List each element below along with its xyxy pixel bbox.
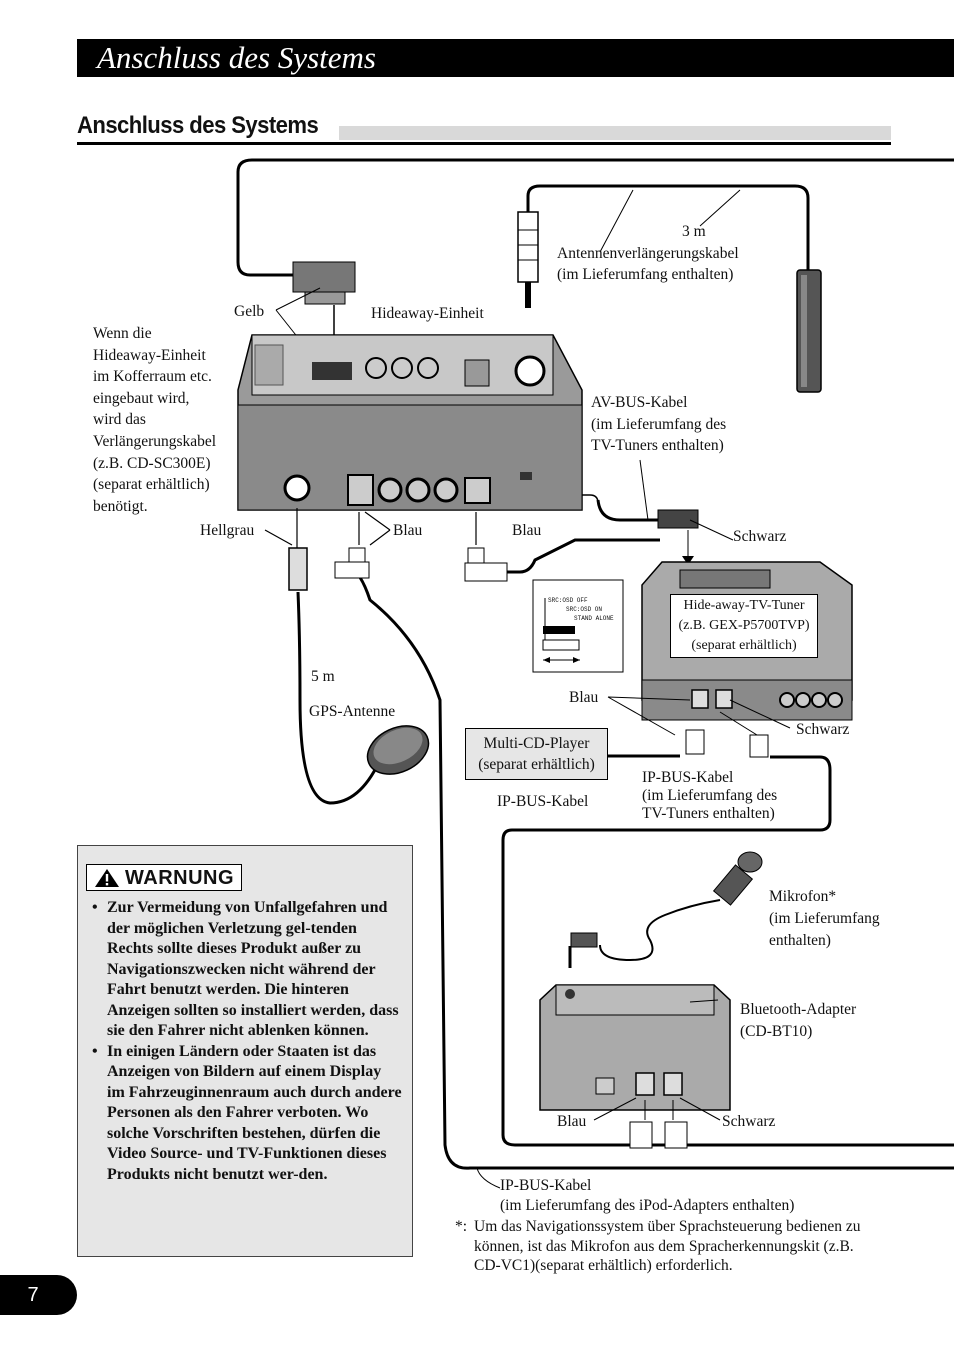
note-line: Verlängerungskabel — [93, 432, 217, 450]
gps-cable — [296, 591, 382, 805]
banner-title: Anschluss des Systems — [97, 40, 376, 75]
hideaway-note: Wenn die Hideaway-Einheit im Kofferraum … — [93, 323, 216, 517]
note-line: benötigt. — [93, 497, 148, 515]
avbus-connector — [657, 509, 699, 529]
label-gelb: Gelb — [234, 303, 265, 320]
extension-cable — [236, 158, 954, 277]
label-avbus: AV-BUS-Kabel — [591, 394, 688, 411]
label-blau-3: Blau — [569, 689, 599, 706]
switch-label: STAND ALONE — [574, 615, 614, 622]
blau-connector-left — [334, 547, 370, 579]
switch-labels: SRC:OSD OFF SRC:OSD ON STAND ALONE — [548, 596, 614, 623]
label-5m: 5 m — [311, 668, 335, 685]
label-antenna-length: 3 m — [682, 223, 706, 240]
label-ipbus-2: IP-BUS-Kabel (im Lieferumfang des TV-Tun… — [642, 769, 777, 823]
avbus-cable — [596, 499, 660, 522]
mic-jack — [568, 932, 598, 968]
bluetooth-adapter — [539, 984, 731, 1111]
warning-icon — [95, 869, 119, 887]
label-schwarz-1: Schwarz — [733, 528, 787, 545]
microphone — [712, 851, 763, 906]
footnote-text: Um das Navigationssystem über Sprachsteu… — [474, 1218, 861, 1274]
hellgrau-connector — [288, 547, 308, 591]
tuner-label-box: Hide-away-TV-Tuner (z.B. GEX-P5700TVP) (… — [670, 594, 818, 658]
page-number-tab: 7 — [0, 1275, 77, 1315]
mic-title: Mikrofon* — [769, 888, 837, 905]
section-header-bar — [339, 126, 891, 140]
label-schwarz-3: Schwarz — [722, 1113, 776, 1130]
footnote-mark: *: — [455, 1218, 468, 1235]
tuner-label: Hide-away-TV-Tuner — [683, 598, 805, 613]
switch-illustration — [532, 579, 624, 673]
warning-item: Zur Vermeidung von Unfallgefahren und de… — [92, 898, 402, 1042]
label-ipbus-3: IP-BUS-Kabel (im Lieferumfang des iPod-A… — [500, 1176, 794, 1215]
blau-connector-right — [464, 547, 508, 582]
tuner-note: (separat erhältlich) — [691, 638, 797, 653]
warning-item: In einigen Ländern oder Staaten ist das … — [92, 1042, 402, 1186]
extension-plug — [292, 261, 356, 305]
warning-title: WARNUNG — [125, 867, 235, 889]
ipbus-2-note-1: (im Lieferumfang des — [642, 787, 778, 804]
ipbus-cable-tuner — [507, 538, 660, 574]
label-blau-2: Blau — [512, 522, 542, 539]
page-banner: Anschluss des Systems — [77, 39, 954, 77]
bt-title: Bluetooth-Adapter — [740, 1001, 857, 1018]
ipbus-3-title: IP-BUS-Kabel — [500, 1177, 592, 1194]
bt-ipbus-schwarz — [664, 1121, 688, 1149]
gps-antenna — [366, 725, 430, 775]
note-line: im Kofferraum etc. — [93, 368, 212, 386]
ipbus-2-title: IP-BUS-Kabel — [642, 769, 734, 786]
cd-player-box: Multi-CD-Player (separat erhältlich) — [465, 728, 608, 780]
tuner-ipbus-schwarz — [749, 734, 769, 758]
ipbus-3-note: (im Lieferumfang des iPod-Adapters entha… — [500, 1196, 795, 1214]
warning-box: WARNUNG Zur Vermeidung von Unfallgefahre… — [77, 845, 413, 1257]
label-schwarz-2: Schwarz — [796, 721, 850, 738]
label-hideaway: Hideaway-Einheit — [371, 305, 484, 322]
page-number: 7 — [27, 1284, 39, 1306]
antenna-cable — [526, 184, 810, 270]
bt-ipbus-blau — [629, 1121, 653, 1149]
note-line: wird das — [93, 411, 146, 429]
label-bt: Bluetooth-Adapter (CD-BT10) — [740, 999, 856, 1043]
section-header-rule — [77, 142, 891, 145]
tuner-ipbus-blau — [685, 729, 705, 755]
label-mic: Mikrofon* (im Lieferumfang enthalten) — [769, 886, 880, 952]
note-line: Wenn die — [93, 325, 152, 342]
mic-note-2: enthalten) — [769, 932, 831, 949]
antenna-plug — [517, 211, 539, 308]
section-header: Anschluss des Systems — [77, 108, 891, 146]
label-ipbus-1: IP-BUS-Kabel — [497, 793, 589, 810]
label-avbus-note-1: (im Lieferumfang des — [591, 416, 727, 433]
label-avbus-note-2: TV-Tuners enthalten) — [591, 437, 724, 454]
hideaway-unit — [237, 334, 583, 511]
warning-list: Zur Vermeidung von Unfallgefahren und de… — [92, 898, 402, 1185]
note-line: Hideaway-Einheit — [93, 346, 206, 364]
label-hellgrau: Hellgrau — [200, 522, 255, 539]
label-blau-1: Blau — [393, 522, 423, 539]
note-line: (separat erhältlich) — [93, 476, 210, 494]
antenna-rod — [796, 269, 822, 393]
ipbus-2-note-2: TV-Tuners enthalten) — [642, 805, 775, 822]
cd-player-note: (separat erhältlich) — [478, 756, 595, 773]
tuner-model: (z.B. GEX-P5700TVP) — [678, 618, 810, 633]
label-antenna-cable: Antennenverlängerungskabel — [557, 245, 739, 262]
mic-note-1: (im Lieferumfang — [769, 910, 880, 927]
bt-model: (CD-BT10) — [740, 1023, 813, 1040]
switch-label: SRC:OSD ON — [566, 606, 603, 613]
label-gps: GPS-Antenne — [309, 703, 396, 720]
ipbus-cable-bt — [501, 755, 954, 1147]
switch-label: SRC:OSD OFF — [548, 597, 588, 604]
label-antenna-cable-note: (im Lieferumfang enthalten) — [557, 266, 734, 283]
section-title: Anschluss des Systems — [77, 112, 319, 139]
warning-badge: WARNUNG — [86, 864, 242, 891]
mic-cable — [599, 899, 721, 962]
label-blau-4: Blau — [557, 1113, 587, 1130]
note-line: eingebaut wird, — [93, 389, 190, 407]
cd-player-label: Multi-CD-Player — [483, 735, 590, 752]
note-line: (z.B. CD-SC300E) — [93, 454, 211, 472]
